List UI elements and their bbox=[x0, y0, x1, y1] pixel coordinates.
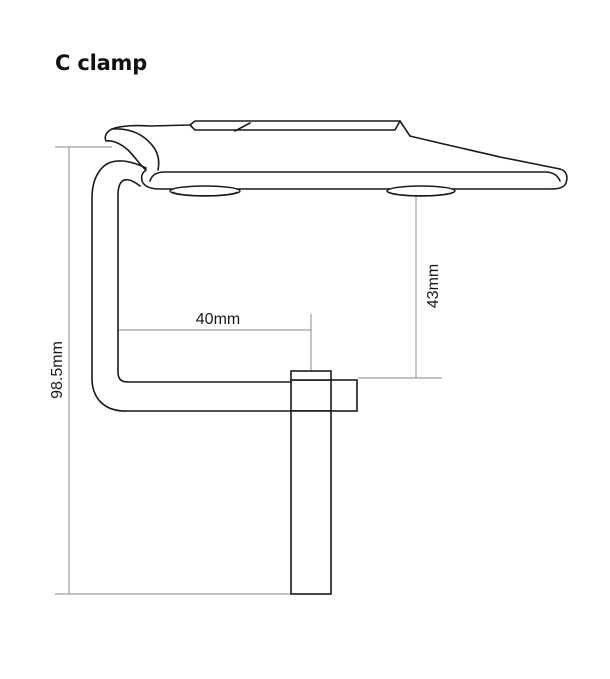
tray-curve-detail bbox=[111, 128, 160, 171]
tray-inner-line bbox=[149, 171, 561, 182]
c-bar-outer bbox=[91, 160, 293, 412]
label-clamp-gap: 43mm bbox=[425, 264, 442, 308]
c-bar bbox=[91, 160, 293, 412]
foot-left-base bbox=[171, 191, 239, 197]
page-title: C clamp bbox=[55, 51, 148, 75]
label-overall-height: 98.5mm bbox=[49, 341, 66, 399]
tray-raised-panel bbox=[189, 120, 401, 131]
foot-right-base bbox=[387, 191, 455, 197]
tray-body bbox=[104, 120, 568, 190]
rubber-feet bbox=[169, 185, 456, 197]
tray-top bbox=[104, 120, 568, 190]
label-arm-length: 40mm bbox=[196, 311, 240, 328]
dimension-lines bbox=[55, 146, 442, 595]
clamp-nut bbox=[290, 379, 358, 412]
clamp-screw bbox=[290, 410, 332, 595]
tray-panel-detail bbox=[234, 122, 251, 132]
clamp-screw-head bbox=[290, 370, 332, 381]
clamp-block bbox=[290, 370, 358, 595]
c-bar-inner bbox=[117, 178, 293, 383]
